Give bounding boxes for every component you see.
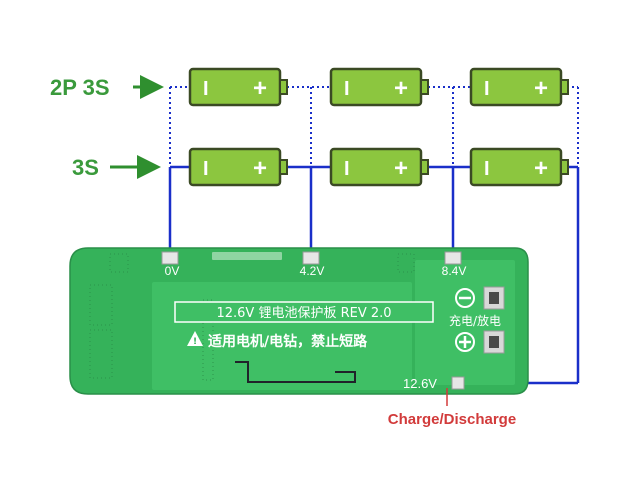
svg-text:4.2V: 4.2V bbox=[300, 264, 325, 278]
bms-board: 12.6V 锂电池保护板 REV 2.0 ! 适用电机/电钻，禁止短路 0V 4… bbox=[69, 247, 529, 395]
charge-discharge-label: Charge/Discharge bbox=[388, 411, 516, 428]
battery-cell: I+ bbox=[469, 67, 569, 107]
board-charge-discharge-cn: 充电/放电 bbox=[449, 313, 501, 328]
battery-cell: I+ bbox=[329, 147, 429, 187]
pad-8-4v: 8.4V bbox=[442, 251, 467, 278]
row-label-2p3s: 2P 3S bbox=[50, 75, 110, 100]
battery-minus-label: I bbox=[203, 78, 209, 100]
pad-4-2v: 4.2V bbox=[300, 251, 325, 278]
battery-minus-label: I bbox=[344, 158, 350, 180]
battery-minus-label: I bbox=[203, 158, 209, 180]
svg-text:12.6V: 12.6V bbox=[403, 376, 437, 391]
via-pattern bbox=[89, 253, 415, 381]
battery-plus-label: + bbox=[253, 155, 267, 182]
board-plus-icon bbox=[455, 332, 475, 352]
svg-text:8.4V: 8.4V bbox=[442, 264, 467, 278]
battery-plus-label: + bbox=[394, 75, 408, 102]
silkscreen-strip bbox=[212, 252, 282, 260]
board-minus-icon bbox=[455, 288, 475, 308]
battery-row-bottom: I+I+I+ bbox=[188, 147, 569, 187]
svg-text:!: ! bbox=[193, 337, 197, 347]
battery-cell: I+ bbox=[188, 67, 288, 107]
pcb-trace bbox=[235, 361, 356, 383]
battery-minus-label: I bbox=[344, 78, 350, 100]
pad-12-6v: 12.6V bbox=[403, 376, 465, 391]
svg-text:0V: 0V bbox=[165, 264, 180, 278]
battery-plus-label: + bbox=[534, 75, 548, 102]
battery-cell: I+ bbox=[329, 67, 429, 107]
battery-minus-label: I bbox=[484, 158, 490, 180]
battery-row-top: I+I+I+ bbox=[188, 67, 569, 107]
battery-plus-label: + bbox=[253, 75, 267, 102]
battery-plus-label: + bbox=[534, 155, 548, 182]
wiring bbox=[168, 86, 580, 385]
board-title: 12.6V 锂电池保护板 REV 2.0 bbox=[216, 306, 391, 321]
warning-icon bbox=[187, 331, 203, 346]
row-label-3s: 3S bbox=[72, 155, 99, 180]
board-warning: 适用电机/电钻，禁止短路 bbox=[208, 333, 368, 350]
battery-minus-label: I bbox=[484, 78, 490, 100]
battery-cell: I+ bbox=[469, 147, 569, 187]
battery-cell: I+ bbox=[188, 147, 288, 187]
board-title-box bbox=[174, 301, 434, 323]
pad-0v: 0V bbox=[161, 251, 180, 278]
battery-plus-label: + bbox=[394, 155, 408, 182]
